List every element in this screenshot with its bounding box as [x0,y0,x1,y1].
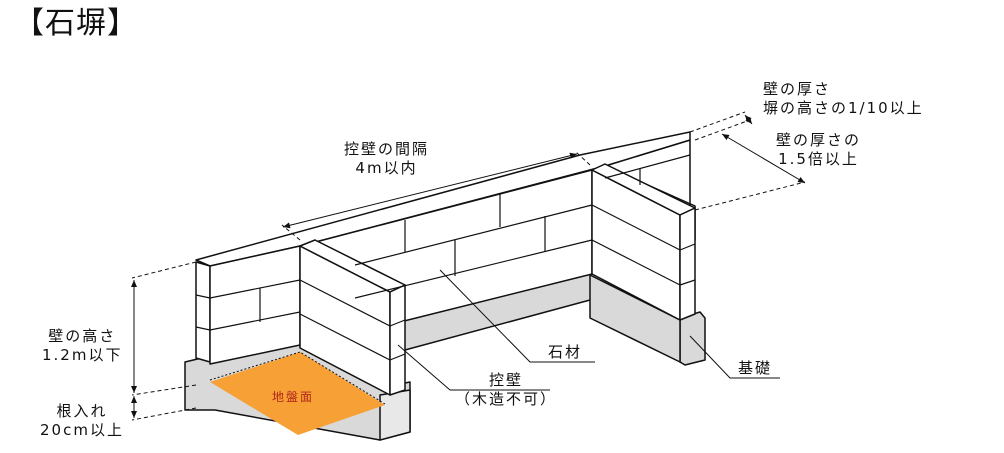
leader-stone [439,269,595,363]
label-stone: 石材 [548,343,583,361]
label-ground-surface: 地盤面 [272,390,315,404]
dim-buttress [721,133,806,184]
dim-thickness [744,114,753,125]
label-wall-thickness: 壁の厚さ塀の高さの1/10以上 [763,80,924,117]
ground-line [209,351,386,405]
main-wall-left-end [195,261,211,363]
left-buttress-end [389,284,406,396]
foundation-left-front [379,389,411,441]
dim-height-ext [131,111,806,421]
label-foundation: 基礎 [738,359,773,377]
right-buttress-end [679,207,696,321]
label-buttress: 控壁（木造不可） [455,371,558,408]
leader-buttress [397,344,550,391]
diagram-title: 【石塀】 [14,6,138,41]
leader-foundation [689,335,780,379]
main-wall-left-face [209,245,301,365]
ground-surface [210,352,385,435]
dim-spacing [282,152,578,229]
dim-spacing-ext [281,151,591,241]
